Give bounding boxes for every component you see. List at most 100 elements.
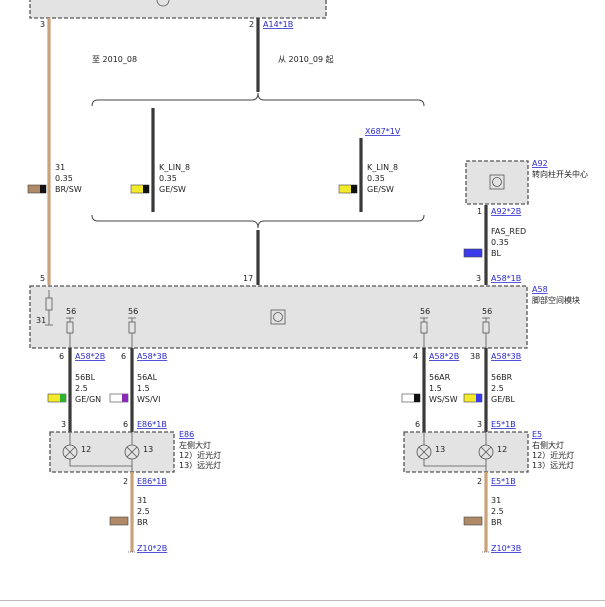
ground-link-z10-3b[interactable]: Z10*3B [491, 544, 521, 553]
fuse-label: 56 [482, 307, 492, 316]
pin-label: 17 [243, 274, 253, 283]
wire-size: 0.35 [159, 174, 177, 183]
variant-note-left: 至 2010_08 [92, 55, 137, 64]
module-a58-name: 脚部空间模块 [532, 295, 580, 305]
module-e86-link[interactable]: E86 [179, 430, 194, 439]
wire-size: 2.5 [137, 507, 150, 516]
color-swatch-brown [463, 516, 483, 526]
fuse-bar [66, 317, 74, 322]
fuse-bar [420, 317, 428, 322]
module-e86-item: 13）远光灯 [179, 460, 221, 470]
connector-link-a58-1b[interactable]: A58*1B [491, 274, 521, 283]
wire-size: 2.5 [491, 384, 504, 393]
wire-size: 1.5 [429, 384, 442, 393]
pin-label: 2 [123, 477, 128, 486]
wire-size: 0.35 [491, 238, 509, 247]
module-e5-name: 右侧大灯 [532, 440, 564, 450]
module-a58-box [29, 285, 528, 349]
connector-link-a58-2b-r[interactable]: A58*2B [429, 352, 459, 361]
wire-color-code: BR [491, 518, 502, 527]
pin-label: 6 [123, 420, 128, 429]
wire-code: K_LIN_8 [367, 163, 398, 172]
fuse-label: 56 [66, 307, 76, 316]
internal-label: 31 [36, 316, 46, 325]
wire-code: FAS_RED [491, 227, 526, 236]
module-e5-link[interactable]: E5 [532, 430, 542, 439]
lamp-cross [418, 446, 430, 458]
wire-size: 0.35 [367, 174, 385, 183]
wire-color-code: GE/GN [75, 395, 101, 404]
module-a92-link[interactable]: A92 [532, 159, 548, 168]
wire-color-code: GE/BL [491, 395, 515, 404]
module-e5-item: 12）近光灯 [532, 450, 574, 460]
wire-color-code: WS/SW [429, 395, 458, 404]
connector-link-a58-3b[interactable]: A58*3B [137, 352, 167, 361]
lamp-cross [480, 446, 492, 458]
lamp-label: 13 [435, 445, 445, 454]
wire-size: 2.5 [491, 507, 504, 516]
wire-size: 2.5 [75, 384, 88, 393]
fuse-bar [128, 317, 136, 322]
module-e86-name: 左侧大灯 [179, 440, 211, 450]
connector-link-e86-in[interactable]: E86*1B [137, 420, 167, 429]
module-e86-box [49, 431, 175, 473]
footer-divider [0, 600, 605, 601]
connector-link-x687[interactable]: X687*1V [365, 127, 401, 136]
pin-label: 6 [59, 352, 64, 361]
connector-link-a92[interactable]: A92*2B [491, 207, 521, 216]
wire-code: 31 [55, 163, 65, 172]
top-module-box [29, 0, 327, 19]
lamp-label: 12 [497, 445, 507, 454]
pin-label: 5 [40, 274, 45, 283]
color-swatch-brown [109, 516, 129, 526]
wire-code: 56AL [137, 373, 158, 382]
color-swatch-green [60, 394, 66, 402]
wire-color-code: BL [491, 249, 501, 258]
wire-color-code: GE/SW [367, 185, 394, 194]
pin-label: 3 [477, 420, 482, 429]
color-swatch-violet [122, 394, 128, 402]
wire-color-code: BR/SW [55, 185, 82, 194]
wire-code: K_LIN_8 [159, 163, 190, 172]
top-module [29, 0, 327, 19]
module-a92-name: 转向柱开关中心 [532, 169, 588, 179]
pin-label: 4 [413, 352, 418, 361]
ground-icon [45, 310, 53, 326]
pin-label: 2 [477, 477, 482, 486]
wire-size: 1.5 [137, 384, 150, 393]
variant-note-right: 从 2010_09 起 [278, 55, 334, 64]
color-swatch-blue [463, 248, 483, 258]
connector-link-e86-out[interactable]: E86*1B [137, 477, 167, 486]
wire-color-code: GE/SW [159, 185, 186, 194]
module-symbol-icon [270, 309, 286, 325]
lamp-wiring [423, 432, 487, 472]
lamp-label: 12 [81, 445, 91, 454]
fuse-1: 56 [66, 307, 76, 348]
pin-label: 2 [249, 20, 254, 29]
pin-label: 6 [121, 352, 126, 361]
pin-label: 3 [40, 20, 45, 29]
pin-label: 38 [470, 352, 480, 361]
lamp-cross [126, 446, 138, 458]
module-symbol-inner [492, 177, 502, 187]
connector-link-a58-3b-r[interactable]: A58*3B [491, 352, 521, 361]
wire-code: 56BR [491, 373, 513, 382]
module-a58-link[interactable]: A58 [532, 285, 548, 294]
lamp-wiring [69, 432, 133, 472]
lamp-cross [64, 446, 76, 458]
wire-size: 0.35 [55, 174, 73, 183]
connector-link-a14[interactable]: A14*1B [263, 20, 293, 29]
connector-link-e5-out[interactable]: E5*1B [491, 477, 516, 486]
module-e5-item: 13）远光灯 [532, 460, 574, 470]
module-e86: 12 13 E86 左侧大灯 12）近光灯 13）远光灯 [49, 430, 221, 473]
module-symbol-inner [273, 312, 283, 322]
module-e5: 13 12 E5 右侧大灯 12）近光灯 13）远光灯 [403, 430, 574, 473]
connector-link-e5-in[interactable]: E5*1B [491, 420, 516, 429]
connector-link-a58-2b[interactable]: A58*2B [75, 352, 105, 361]
color-swatch-black [414, 394, 420, 402]
module-a92: A92 转向柱开关中心 1 A92*2B [465, 159, 588, 216]
color-swatch-blue [476, 394, 482, 402]
ground-link-z10-2b[interactable]: Z10*2B [137, 544, 167, 553]
module-symbol-icon [489, 174, 505, 190]
